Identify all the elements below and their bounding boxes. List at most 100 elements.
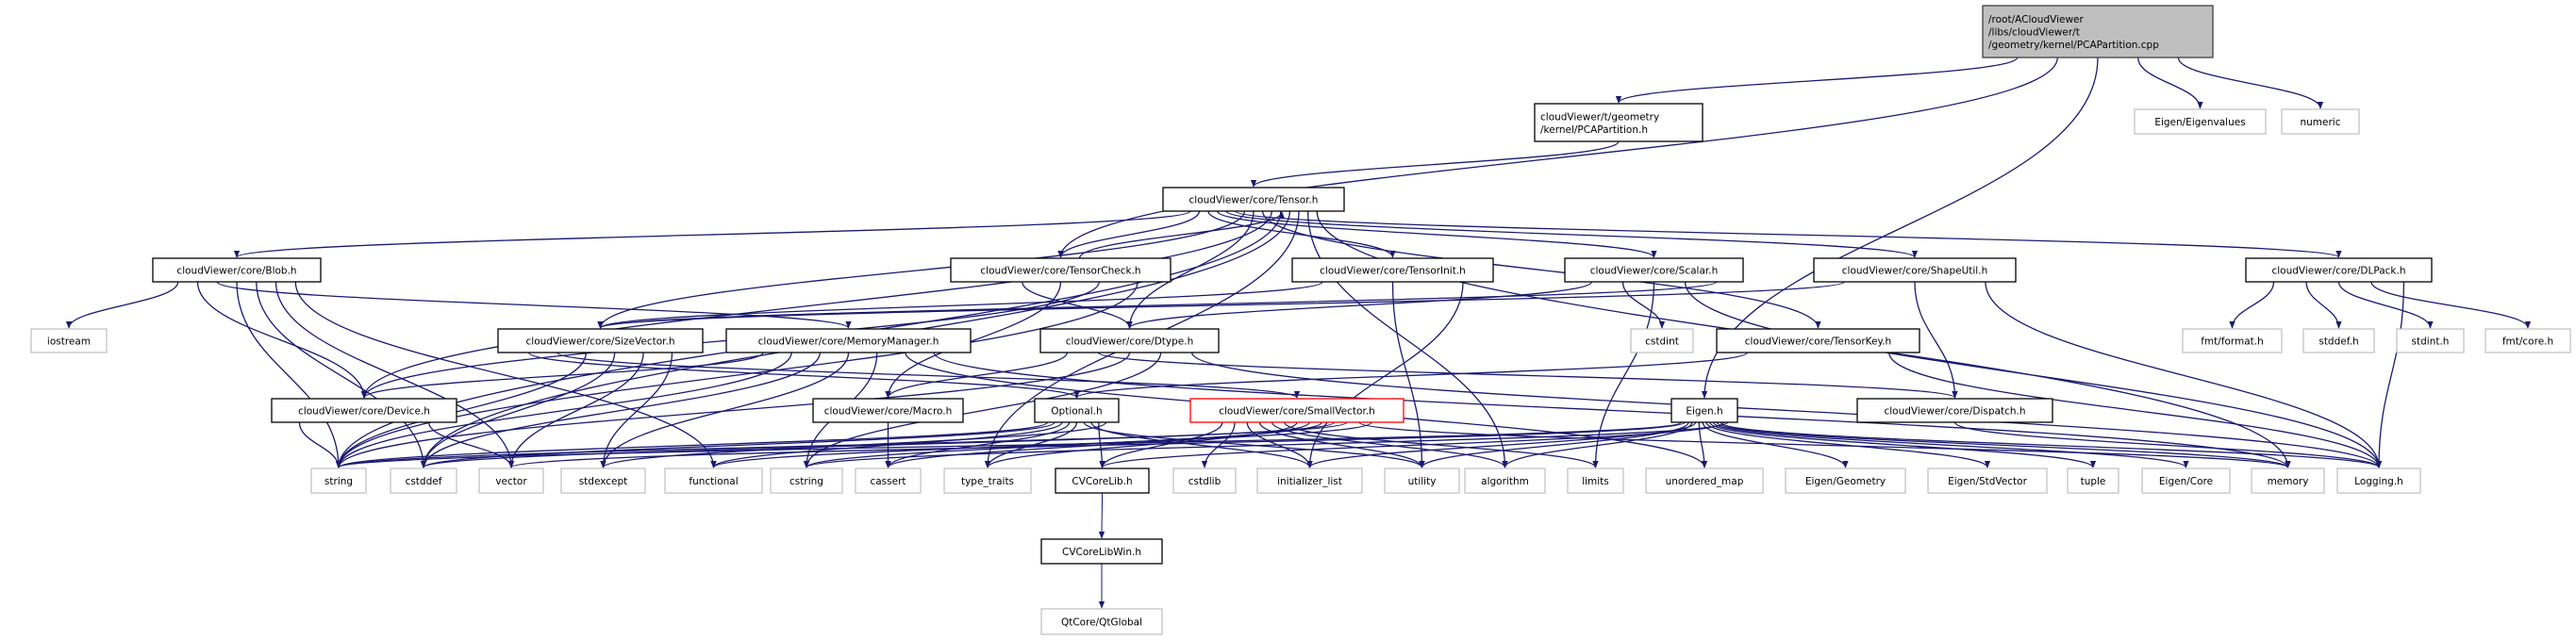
node-label: cloudViewer/core/Dispatch.h	[1884, 406, 2025, 418]
node-box	[1162, 187, 1345, 212]
edge-smallvector-to-limits	[1284, 421, 1599, 468]
node-unordered_map: unordered_map	[1645, 468, 1764, 494]
node-box	[1645, 468, 1764, 494]
node-cvcorelibwin[interactable]: CVCoreLibWin.h	[1040, 538, 1163, 565]
node-label: Eigen/StdVector	[1948, 476, 2027, 487]
node-smallvector[interactable]: cloudViewer/core/SmallVector.h	[1189, 398, 1404, 423]
node-limits: limits	[1567, 468, 1624, 494]
node-label: /libs/cloudViewer/t	[1988, 27, 2080, 39]
edge-scalar-to-cstdint	[1621, 281, 1666, 329]
node-dlpack[interactable]: cloudViewer/core/DLPack.h	[2245, 257, 2433, 283]
node-tensor[interactable]: cloudViewer/core/Tensor.h	[1162, 187, 1345, 212]
node-qtglobal: QtCore/QtGlobal	[1040, 608, 1163, 635]
edge-memorymanager-to-stdexcept	[600, 352, 850, 468]
node-tuple: tuple	[2067, 468, 2119, 494]
node-box	[855, 468, 922, 494]
node-label: CVCoreLibWin.h	[1062, 547, 1141, 558]
node-label: cstddef	[406, 476, 442, 487]
node-label: Eigen/Geometry	[1805, 476, 1886, 487]
edge-blob-to-functional	[294, 281, 717, 468]
node-scalar[interactable]: cloudViewer/core/Scalar.h	[1564, 257, 1744, 283]
node-label: Eigen.h	[1686, 406, 1722, 418]
node-box	[1670, 398, 1738, 423]
node-box	[497, 328, 704, 353]
edge-optional-to-string	[336, 421, 1048, 468]
edge-sizevector-to-cstddef	[420, 352, 616, 468]
node-cvcorelib[interactable]: CVCoreLib.h	[1055, 468, 1150, 494]
edge-memorymanager-to-memory	[933, 352, 2291, 468]
edge-smallvector-to-string	[336, 421, 1348, 468]
edge-blob-to-device	[196, 281, 368, 399]
node-box	[2302, 328, 2375, 353]
node-iostream: iostream	[30, 328, 108, 353]
node-box	[1856, 398, 2053, 423]
node-box	[1564, 257, 1744, 283]
nodes: /root/ACloudViewer/libs/cloudViewer/t/ge…	[30, 5, 2571, 635]
edge-root-to-eigenvalues	[2137, 57, 2203, 109]
node-box	[1534, 103, 1703, 142]
node-blob[interactable]: cloudViewer/core/Blob.h	[152, 257, 322, 283]
node-label: iostream	[47, 336, 91, 348]
node-sizevector[interactable]: cloudViewer/core/SizeVector.h	[497, 328, 704, 353]
node-optional[interactable]: Optional.h	[1034, 398, 1120, 423]
node-stdint: stdint.h	[2396, 328, 2465, 353]
edge-tensor-to-shapeutil	[1225, 210, 1918, 258]
edge-eigen-to-unordered_map	[1698, 421, 1708, 468]
node-stddef: stddef.h	[2302, 328, 2375, 353]
node-box	[1813, 257, 2017, 283]
node-dispatch[interactable]: cloudViewer/core/Dispatch.h	[1856, 398, 2053, 423]
edge-tensorkey-to-optional	[1073, 352, 1748, 399]
edge-tensorinit-to-sizevector	[597, 281, 1323, 329]
edge-device-to-vector	[427, 421, 515, 468]
node-root[interactable]: /root/ACloudViewer/libs/cloudViewer/t/ge…	[1982, 5, 2214, 58]
node-memorymanager[interactable]: cloudViewer/core/MemoryManager.h	[725, 328, 972, 353]
node-label: stdint.h	[2412, 336, 2450, 348]
node-device[interactable]: cloudViewer/core/Device.h	[271, 398, 457, 423]
node-utility: utility	[1384, 468, 1460, 494]
node-box	[1055, 468, 1150, 494]
node-label: cassert	[870, 476, 906, 487]
edge-eigen-to-eigencore	[1712, 421, 2189, 468]
node-box	[1256, 468, 1363, 494]
node-cassert: cassert	[855, 468, 922, 494]
node-box	[1384, 468, 1460, 494]
edge-scalar-to-logging	[1684, 281, 2383, 468]
node-box	[664, 468, 763, 494]
node-eigen[interactable]: Eigen.h	[1670, 398, 1738, 423]
node-eigenstdvector: Eigen/StdVector	[1927, 468, 2048, 494]
node-tensorkey[interactable]: cloudViewer/core/TensorKey.h	[1716, 328, 1920, 353]
node-fmtcore: fmt/core.h	[2485, 328, 2571, 353]
edge-tensor-to-tensorcheck	[1057, 210, 1201, 258]
edge-eigen-to-eigengeometry	[1702, 421, 1849, 468]
node-label: fmt/format.h	[2201, 336, 2264, 348]
node-box	[1464, 468, 1546, 494]
node-tensorinit[interactable]: cloudViewer/core/TensorInit.h	[1291, 257, 1494, 283]
node-dtype[interactable]: cloudViewer/core/Dtype.h	[1039, 328, 1220, 353]
node-box	[1927, 468, 2048, 494]
edge-dtype-to-string	[335, 352, 1131, 468]
node-box	[1039, 328, 1220, 353]
node-shapeutil[interactable]: cloudViewer/core/ShapeUtil.h	[1813, 257, 2017, 283]
node-pcah[interactable]: cloudViewer/t/geometry/kernel/PCAPartiti…	[1534, 103, 1703, 142]
edge-smallvector-to-memory	[1358, 421, 2291, 468]
node-label: type_traits	[961, 476, 1014, 487]
edge-tensorcheck-to-dtype	[1022, 281, 1133, 329]
edge-cvcorelib-to-cvcorelibwin	[1098, 492, 1105, 539]
node-label: functional	[689, 476, 738, 487]
node-label: cloudViewer/core/Tensor.h	[1189, 195, 1319, 206]
edge-shapeutil-to-sizevector	[597, 281, 1845, 329]
node-label: cloudViewer/core/TensorCheck.h	[980, 266, 1140, 277]
node-label: stdexcept	[579, 476, 628, 487]
edge-blob-to-iostream	[65, 281, 179, 329]
node-tensorcheck[interactable]: cloudViewer/core/TensorCheck.h	[950, 257, 1172, 283]
node-macro[interactable]: cloudViewer/core/Macro.h	[812, 398, 964, 423]
node-label: CVCoreLib.h	[1072, 476, 1132, 487]
node-label: cloudViewer/t/geometry	[1540, 111, 1659, 123]
node-label: cloudViewer/core/DLPack.h	[2271, 266, 2405, 277]
edge-smallvector-to-utility	[1258, 421, 1425, 468]
node-label: Eigen/Eigenvalues	[2154, 117, 2245, 128]
node-label: utility	[1408, 476, 1437, 487]
node-box	[152, 257, 322, 283]
node-algorithm: algorithm	[1464, 468, 1546, 494]
node-label: cloudViewer/core/TensorKey.h	[1745, 336, 1891, 348]
